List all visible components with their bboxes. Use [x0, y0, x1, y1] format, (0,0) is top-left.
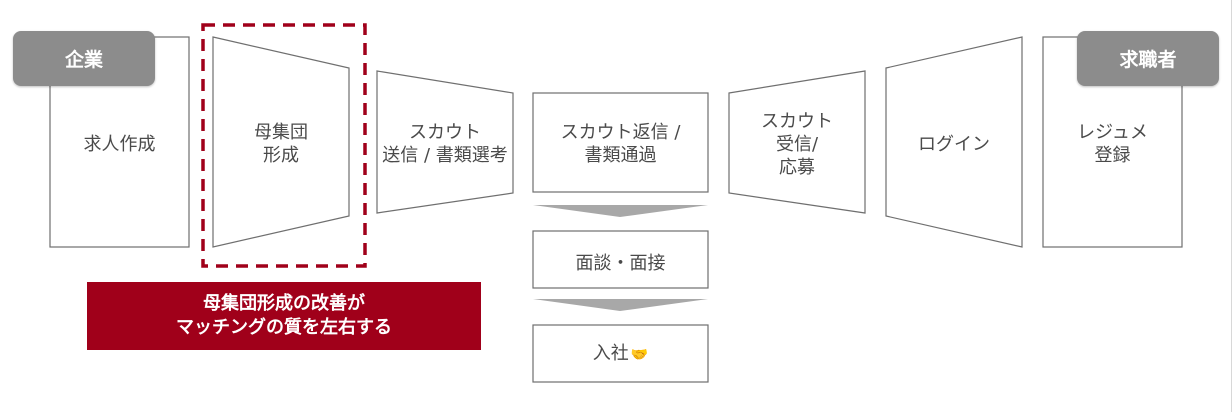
population-line-2: 形成	[263, 145, 299, 166]
joining-text: 入社	[592, 343, 629, 364]
resume-line-2: 登録	[1094, 145, 1131, 166]
scout-reply-line-2: 書類通過	[584, 145, 657, 166]
scout-receive-line-2: 受信/	[775, 134, 819, 155]
callout-line-1: 母集団形成の改善が	[203, 293, 365, 314]
job-seeker-badge: 求職者	[1077, 31, 1219, 86]
scout-send-line-2: 送信 / 書類選考	[382, 145, 508, 166]
login-label: ログイン	[918, 134, 990, 155]
population-label: 母集団 形成	[213, 121, 349, 167]
scout-receive-line-3: 応募	[779, 157, 815, 178]
job-posting-label: 求人作成	[83, 134, 156, 155]
scout-send-label: スカウト 送信 / 書類選考	[377, 121, 513, 167]
interview-shape	[532, 230, 709, 289]
resume-label: レジュメ 登録	[1043, 121, 1182, 167]
arrow-down-2	[533, 299, 708, 311]
callout-line-2: マッチングの質を左右する	[176, 317, 392, 338]
joining-label: 入社🤝	[533, 342, 708, 367]
scout-receive-label: スカウト 受信/ 応募	[729, 110, 865, 179]
scout-receive-line-1: スカウト	[761, 111, 833, 132]
login-shape	[885, 36, 1023, 248]
interview-label: 面談・面接	[575, 253, 666, 274]
scout-reply-shape	[532, 92, 709, 193]
resume-line-1: レジュメ	[1077, 122, 1148, 143]
arrow-down-1	[533, 205, 708, 217]
scout-receive-shape	[728, 70, 866, 214]
population-shape	[212, 36, 350, 248]
highlight-dashed-box	[201, 23, 367, 268]
scout-reply-label: スカウト返信 / 書類通過	[533, 121, 708, 167]
company-badge: 企業	[13, 31, 155, 86]
scout-send-shape	[376, 70, 514, 214]
handshake-icon: 🤝	[630, 347, 649, 363]
callout-box: 母集団形成の改善が マッチングの質を左右する	[87, 282, 481, 350]
population-line-1: 母集団	[254, 122, 308, 143]
scout-reply-line-1: スカウト返信 /	[560, 122, 681, 143]
scout-send-line-1: スカウト	[409, 122, 481, 143]
joining-shape	[532, 324, 709, 383]
